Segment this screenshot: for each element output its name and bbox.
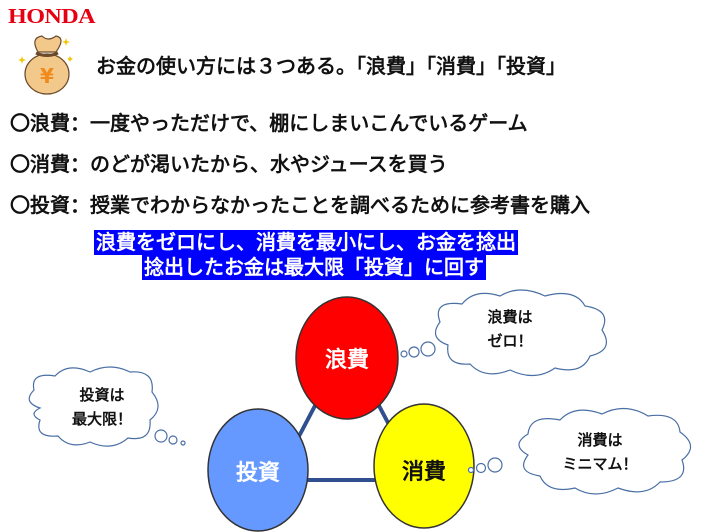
cloud-waste-text: 浪費は ゼロ！ (480, 305, 540, 353)
definition-waste: 〇浪費：一度やっただけで、棚にしまいこんでいるゲーム (10, 111, 528, 135)
headline: お金の使い方には３つある。「浪費」「消費」「投資」 (96, 54, 566, 78)
highlight-line-1: 浪費をゼロにし、消費を最小にし、お金を捻出 (94, 230, 518, 255)
node-consume-circle (373, 403, 475, 529)
connector-waste-invest (295, 399, 320, 441)
cloud-line: ミニマム！ (562, 455, 638, 473)
honda-logo: HONDA (8, 4, 96, 28)
node-invest-circle (207, 408, 309, 532)
definition-invest: 〇投資：授業でわからなかったことを調べるために参考書を購入 (10, 193, 590, 217)
cloud-line: ゼロ！ (487, 332, 533, 350)
node-invest-label: 投資 (235, 461, 281, 486)
thought-cloud-consume (467, 407, 692, 495)
cloud-line: 浪費は (487, 308, 533, 326)
highlight-line-2: 捻出したお金は最大限「投資」に回す (142, 255, 486, 280)
node-waste-circle (295, 296, 399, 420)
node-consume-label: 消費 (401, 460, 447, 485)
cloud-line: 消費は (577, 431, 623, 449)
svg-text:¥: ¥ (40, 64, 54, 88)
cloud-line: 最大限！ (71, 410, 132, 428)
node-waste-label: 浪費 (324, 348, 370, 373)
money-bag-yen-icon: ¥ (18, 35, 73, 95)
thought-cloud-invest (28, 366, 186, 447)
cloud-consume-text: 消費は ミニマム！ (550, 428, 650, 476)
cloud-line: 投資は (79, 386, 125, 404)
thought-cloud-waste (400, 289, 608, 377)
cloud-invest-text: 投資は 最大限！ (62, 383, 142, 431)
definition-consume: 〇消費：のどが渇いたから、水やジュースを買う (10, 152, 448, 176)
